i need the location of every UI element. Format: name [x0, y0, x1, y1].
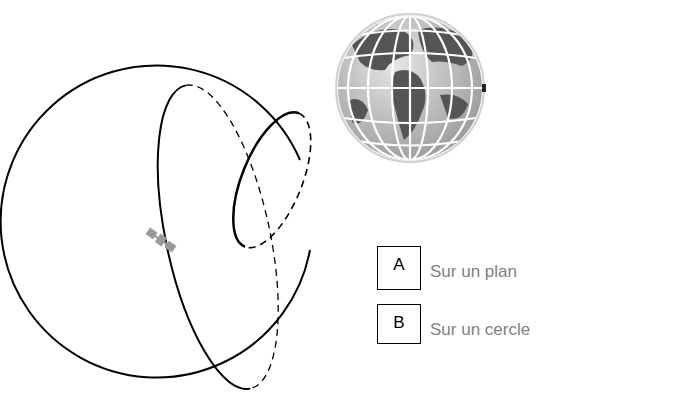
answer-letter: B: [393, 305, 404, 333]
orbit-sphere: [1, 65, 327, 395]
answer-letter: A: [393, 247, 404, 275]
answer-box: A: [377, 246, 421, 290]
answer-box: B: [377, 304, 421, 344]
option-label: Sur un cercle: [430, 320, 530, 340]
earth-globe: [336, 14, 486, 162]
satellite-icon: [145, 227, 177, 254]
option-label: Sur un plan: [430, 262, 517, 282]
